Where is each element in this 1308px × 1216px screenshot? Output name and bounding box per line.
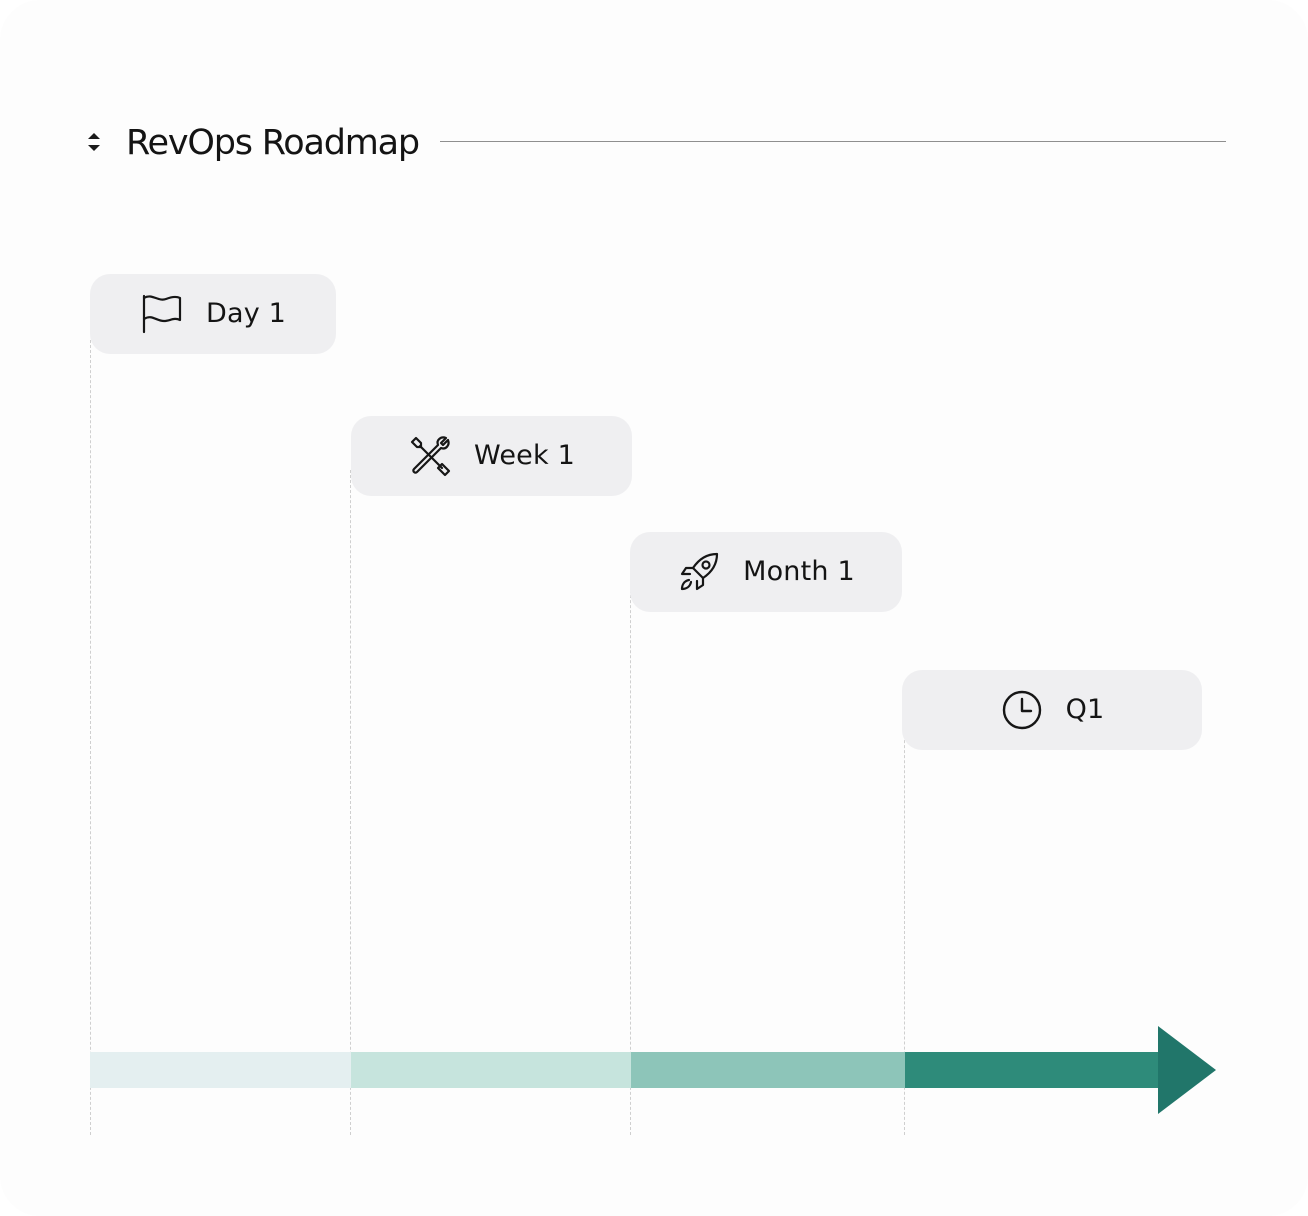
milestone-label: Week 1: [474, 440, 575, 471]
header: RevOps Roadmap: [84, 112, 1226, 176]
sort-arrows-icon[interactable]: [84, 130, 104, 154]
arrow-head: [1158, 1026, 1216, 1114]
milestone-label: Day 1: [205, 298, 287, 329]
milestone-day-1[interactable]: Day 1: [90, 274, 336, 354]
progress-arrow: [90, 1022, 1220, 1122]
page-title: RevOps Roadmap: [126, 123, 420, 163]
rocket-icon: [677, 550, 721, 594]
guide-line-month-1: [630, 580, 631, 1135]
flag-icon: [140, 292, 184, 336]
milestone-month-1[interactable]: Month 1: [630, 532, 902, 612]
progress-segment-1: [90, 1052, 351, 1088]
header-divider: [440, 141, 1226, 142]
clock-icon: [1000, 688, 1044, 732]
milestone-q1[interactable]: Q1: [902, 670, 1202, 750]
guide-line-day-1: [90, 340, 91, 1135]
tools-icon: [408, 434, 452, 478]
guide-line-q1: [904, 720, 905, 1135]
guide-line-week-1: [350, 470, 351, 1135]
milestone-week-1[interactable]: Week 1: [351, 416, 632, 496]
progress-segment-3: [631, 1052, 905, 1088]
progress-segment-2: [351, 1052, 631, 1088]
milestone-label: Month 1: [743, 556, 855, 587]
progress-segment-4: [905, 1052, 1161, 1088]
milestone-label: Q1: [1065, 694, 1105, 725]
